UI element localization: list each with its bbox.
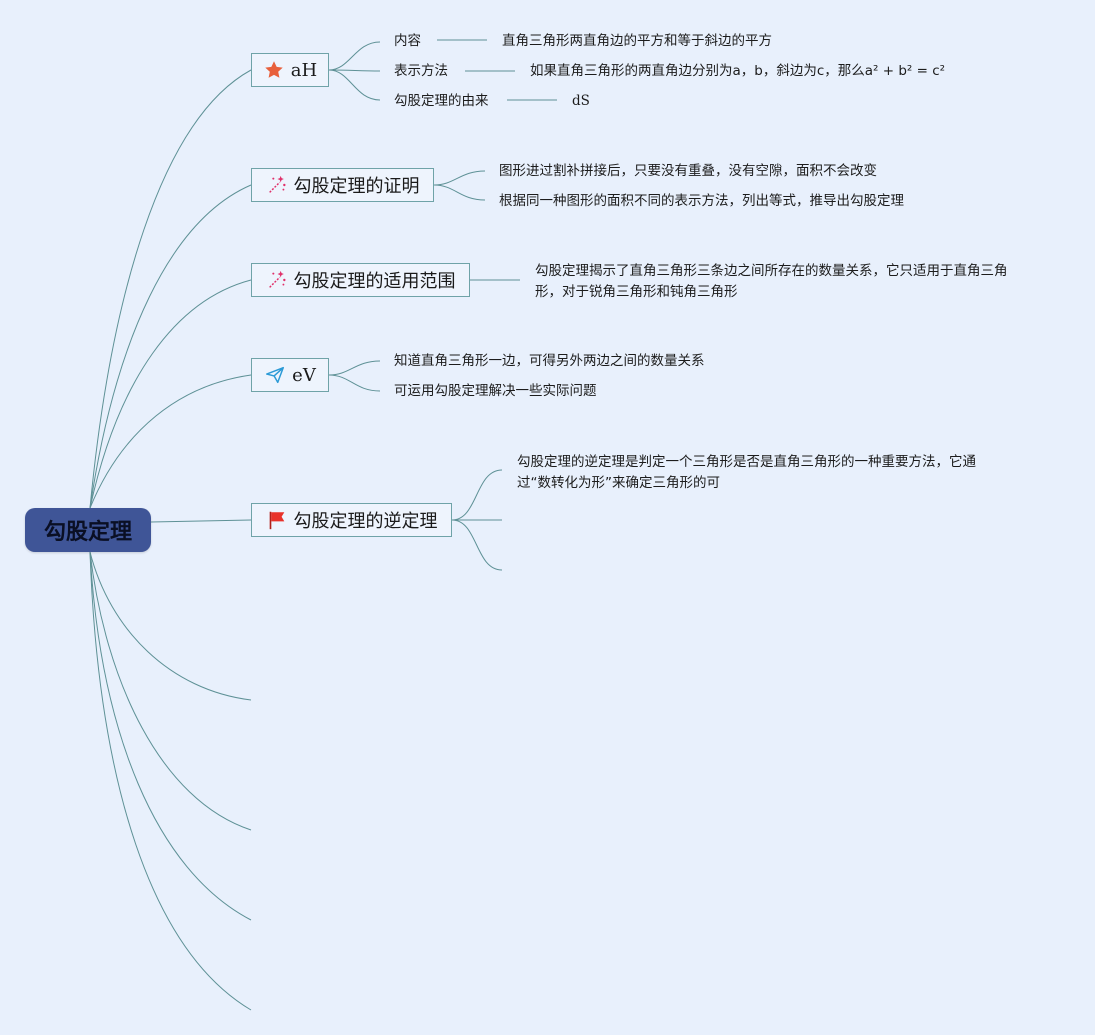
connector-eV-child-2 [328, 374, 381, 392]
branch-node-scope[interactable]: 勾股定理的适用范围 [251, 263, 470, 297]
branch-label: aH [290, 59, 318, 81]
branch-node-eV[interactable]: eV [251, 358, 329, 392]
connector-converse-child-3 [451, 519, 503, 571]
root-node[interactable]: 勾股定理 [25, 508, 151, 552]
sparkle-icon [266, 174, 288, 196]
root-label: 勾股定理 [43, 520, 132, 545]
star-icon [263, 59, 285, 81]
branch-node-aH[interactable]: aH [251, 53, 329, 87]
connector-proof-child-1 [433, 170, 486, 186]
connector-root-empty-4 [89, 551, 252, 1011]
leaf-converse-1[interactable]: 勾股定理的逆定理是判定一个三角形是否是直角三角形的一种重要方法，它通过“数转化为… [517, 454, 976, 491]
connector-root-branch-5 [150, 519, 252, 523]
leaf-notation[interactable]: 表示方法 [394, 63, 448, 79]
leaf-notation-detail[interactable]: 如果直角三角形的两直角边分别为a，b，斜边为c，那么a² + b² = c² [530, 63, 946, 79]
leaf-origin[interactable]: 勾股定理的由来 [394, 93, 489, 109]
connector-root-branch-4 [89, 374, 252, 509]
leaf-content[interactable]: 内容 [394, 33, 421, 49]
connector-root-branch-1 [89, 69, 252, 509]
connector-root-branch-2 [89, 184, 252, 509]
flag-icon [266, 509, 288, 531]
connector-converse-child-1 [451, 469, 503, 521]
branch-label: 勾股定理的逆定理 [293, 511, 438, 532]
branch-label: 勾股定理的适用范围 [293, 271, 456, 292]
connector-eV-child-1 [328, 360, 381, 376]
leaf-content-detail[interactable]: 直角三角形两直角边的平方和等于斜边的平方 [502, 33, 772, 49]
paper-plane-icon [264, 364, 286, 386]
leaf-scope-1[interactable]: 勾股定理揭示了直角三角形三条边之间所存在的数量关系，它只适用于直角三角形，对于锐… [535, 263, 1008, 300]
connector-aH-child-3 [328, 69, 381, 101]
connector-root-branch-3 [89, 279, 252, 509]
leaf-proof-2[interactable]: 根据同一种图形的面积不同的表示方法，列出等式，推导出勾股定理 [499, 193, 904, 209]
leaf-proof-1[interactable]: 图形进过割补拼接后，只要没有重叠，没有空隙，面积不会改变 [499, 163, 877, 179]
branch-label: eV [292, 364, 316, 386]
branch-label: 勾股定理的证明 [293, 176, 420, 197]
connector-aH-child-1 [328, 41, 381, 71]
connector-root-empty-1 [89, 551, 252, 701]
branch-node-converse[interactable]: 勾股定理的逆定理 [251, 503, 452, 537]
branch-node-proof[interactable]: 勾股定理的证明 [251, 168, 434, 202]
leaf-origin-detail[interactable]: dS [572, 93, 590, 109]
connector-aH-child-2 [328, 69, 381, 72]
leaf-application-1[interactable]: 知道直角三角形一边，可得另外两边之间的数量关系 [394, 353, 705, 369]
leaf-application-2[interactable]: 可运用勾股定理解决一些实际问题 [394, 383, 597, 399]
connector-root-empty-3 [89, 551, 252, 921]
sparkle-icon [266, 269, 288, 291]
connector-proof-child-2 [433, 184, 486, 201]
connector-root-empty-2 [89, 551, 252, 831]
